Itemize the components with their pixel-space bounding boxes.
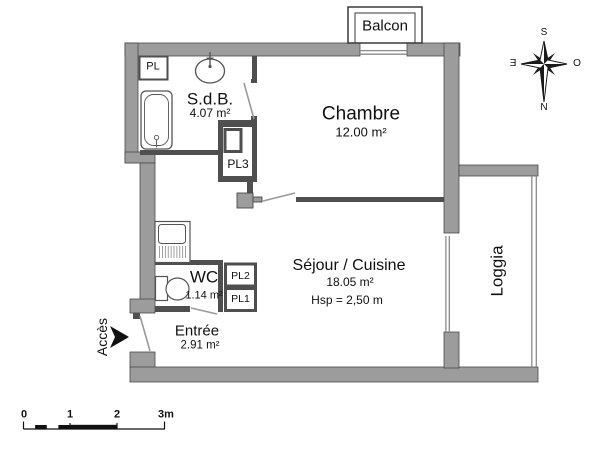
kitchen-drainboard: [159, 246, 186, 258]
sejour-loggia-window: [445, 236, 450, 332]
windows: [360, 49, 537, 367]
compass-letter-e: E: [509, 58, 517, 69]
entry-door-leaf: [139, 315, 151, 352]
exterior-walls: [124, 42, 539, 383]
closet-pl2-box: [224, 262, 257, 288]
chambre-door-pillar: [236, 192, 254, 209]
entree-area-label: 2.91 m²: [180, 339, 220, 352]
sdb-area-label: 4.07 m²: [189, 106, 231, 120]
wc-room-label: WC: [189, 267, 219, 287]
pl3-pillar-stub: [247, 182, 253, 194]
chambre-room-label: Chambre: [321, 103, 401, 125]
balcony-label: Balcon: [362, 17, 408, 35]
closet-pl-label: PL: [146, 60, 160, 73]
access-arrow-icon: [110, 326, 129, 348]
wc-right-wall: [218, 260, 223, 312]
wc-door-leaf: [190, 307, 218, 315]
scale-tick-2: 2: [113, 408, 121, 421]
entry-jamb-top: [129, 298, 156, 314]
pl3-top-wall: [218, 120, 257, 127]
kitchen-sink-basin: [158, 224, 186, 244]
loggia-east-window: [531, 176, 537, 367]
closet-pl3-label: PL3: [227, 157, 249, 171]
compass-letter-s: S: [540, 27, 548, 38]
balcony-outline: [347, 6, 423, 44]
closet-pl3-duct-box: [223, 128, 243, 153]
wall-right-upper: [443, 42, 460, 234]
sdb-east-wall-upper: [252, 56, 257, 82]
sdb-east-wall-lower: [252, 118, 257, 182]
closet-pl-box: [138, 55, 169, 81]
pl3-bottom-wall: [218, 176, 257, 182]
chambre-door-stub: [252, 196, 263, 203]
sdb-south-wall: [140, 150, 223, 155]
wall-left-mid: [139, 162, 156, 301]
compass-letter-n: N: [540, 102, 548, 113]
wc-area-label: 1.14 m²: [185, 289, 223, 302]
bathtub: [140, 90, 173, 150]
balcony-door-window: [360, 49, 407, 55]
closet-boxes: [138, 55, 257, 312]
entree-room-label: Entrée: [174, 322, 220, 340]
wall-left-upper: [124, 42, 139, 164]
toilet: [154, 275, 190, 302]
loggia-room-label: Loggia: [487, 245, 507, 297]
sdb-door-leaf: [243, 82, 255, 120]
toilet-bowl: [165, 277, 190, 301]
compass-letter-o: O: [573, 58, 581, 69]
scale-bar: [22, 421, 166, 430]
entry-jamb-bottom: [129, 351, 156, 369]
chambre-south-wall: [296, 197, 444, 202]
sdb-door-jamb-top: [251, 79, 257, 83]
closet-pl1-label: PL1: [231, 292, 250, 305]
wall-bottom: [129, 366, 539, 383]
chambre-area-label: 12.00 m²: [335, 124, 387, 140]
wc-bottom-wall: [155, 306, 190, 312]
entry-door-hinge: [133, 313, 140, 319]
access-label: Accès: [94, 317, 110, 357]
sejour-room-label: Séjour / Cuisine: [292, 257, 406, 274]
wall-top-left: [124, 42, 361, 57]
bathtub-drain: [153, 134, 160, 141]
scale-tick-0: 0: [20, 408, 28, 421]
closet-pl2-label: PL2: [231, 269, 250, 282]
kitchen-sink-unit: [154, 220, 191, 264]
scale-tick-3m: 3m: [158, 408, 174, 421]
scale-tick-1: 1: [66, 408, 74, 421]
wall-right-lower-stub: [443, 331, 460, 369]
bathroom-sink: [194, 52, 226, 84]
pl3-left-wall: [218, 120, 223, 182]
compass-rose: [520, 40, 568, 103]
door-leaves: [139, 82, 296, 352]
sejour-ceiling-height-label: Hsp = 2,50 m: [311, 293, 383, 307]
sdb-room-label: S.d.B.: [186, 89, 234, 109]
chambre-door-leaf: [262, 192, 296, 202]
wall-loggia-top: [458, 164, 539, 177]
sejour-area-label: 18.05 m²: [326, 275, 374, 289]
wall-pillars: [236, 192, 263, 209]
closet-pl1-box: [224, 287, 257, 312]
